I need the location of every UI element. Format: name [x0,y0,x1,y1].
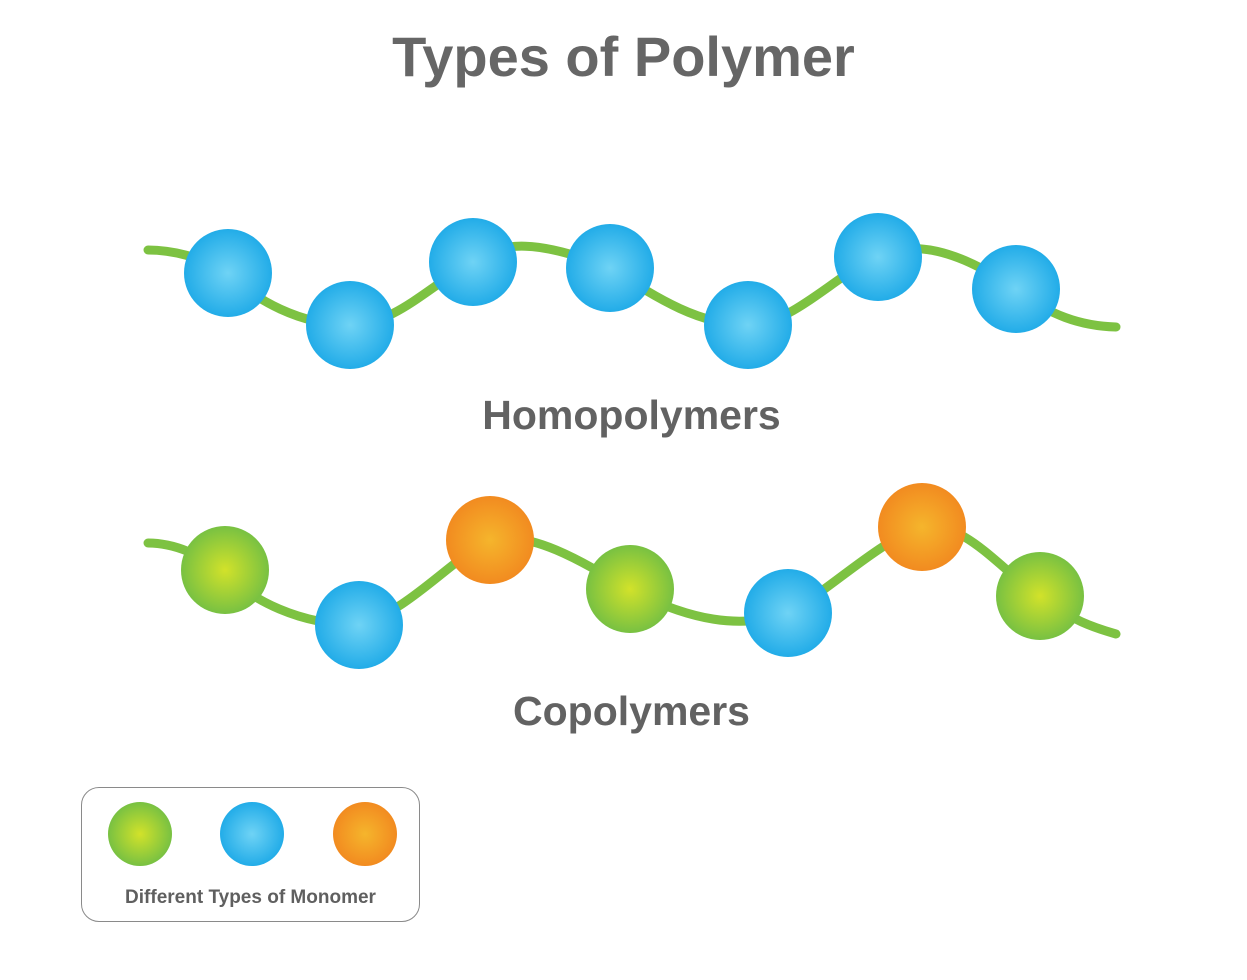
copolymer-monomer-orange [446,496,534,584]
homopolymer-monomer-blue [972,245,1060,333]
legend-caption: Different Types of Monomer [82,887,419,909]
copolymer-monomer-green [996,552,1084,640]
homopolymer-monomer-blue [834,213,922,301]
copolymer-monomer-green [586,545,674,633]
legend-monomer-blue [220,802,284,866]
copolymer-monomer-blue [315,581,403,669]
homopolymer-chain [148,213,1116,369]
homopolymers-label: Homopolymers [8,392,1247,439]
copolymers-label: Copolymers [8,688,1247,735]
homopolymer-monomer-blue [306,281,394,369]
copolymer-monomer-orange [878,483,966,571]
legend-monomer-orange [333,802,397,866]
homopolymer-monomer-blue [566,224,654,312]
homopolymer-monomer-blue [184,229,272,317]
copolymer-chain [148,483,1116,669]
homopolymer-monomer-blue [704,281,792,369]
legend-monomer-green [108,802,172,866]
homopolymer-monomer-blue [429,218,517,306]
copolymer-monomer-green [181,526,269,614]
copolymer-monomer-blue [744,569,832,657]
monomer-legend: Different Types of Monomer [81,787,420,922]
